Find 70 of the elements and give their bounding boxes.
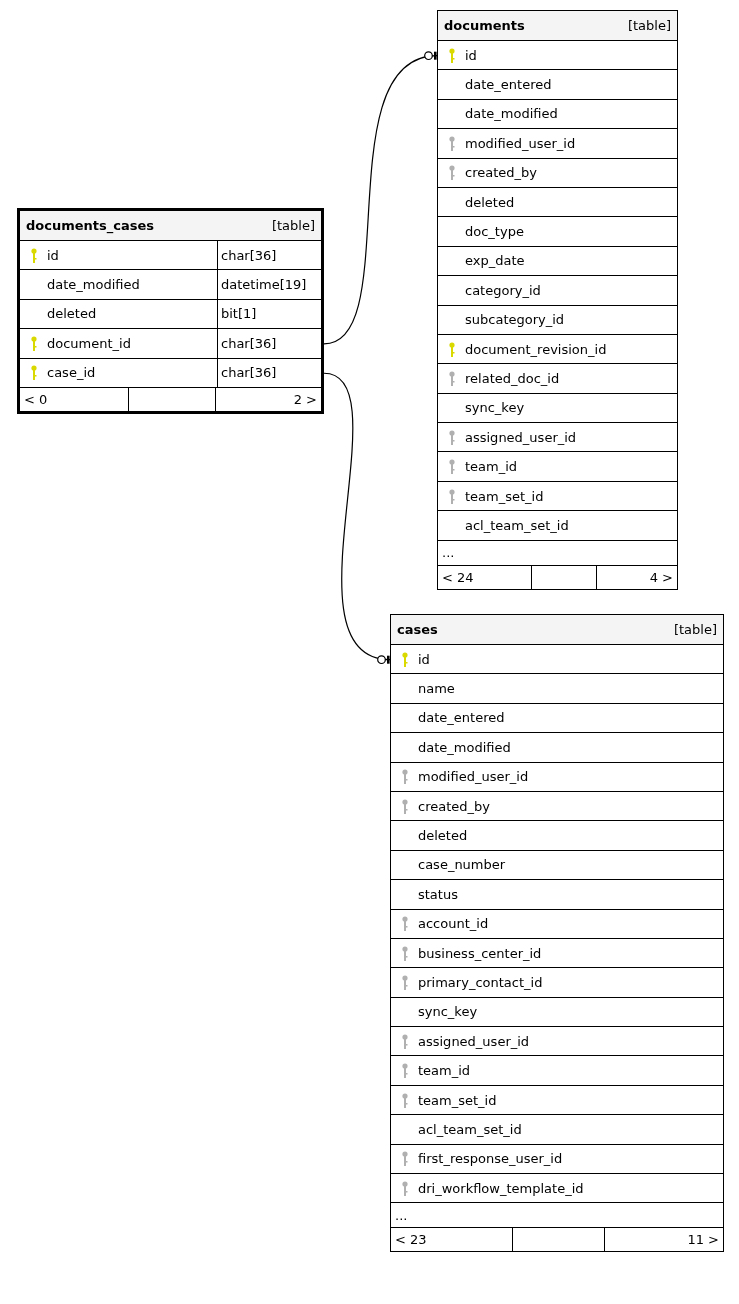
footer-text: < 24: [442, 569, 474, 585]
column-name: id: [47, 247, 59, 263]
column-type: char[36]: [221, 335, 277, 351]
column-name: sync_key: [465, 400, 525, 416]
more-columns-text: ...: [442, 545, 455, 561]
footer-text: < 0: [24, 391, 48, 407]
column-name: subcategory_id: [465, 312, 565, 328]
column-name: status: [418, 886, 458, 902]
table-row: [20, 358, 321, 388]
footer-text: 11 >: [687, 1232, 719, 1248]
table-name: documents_cases: [26, 218, 155, 233]
column-name: date_modified: [418, 739, 511, 755]
column-name: related_doc_id: [465, 371, 560, 386]
column-type: datetime[19]: [221, 277, 307, 293]
column-name: modified_user_id: [465, 135, 576, 151]
database-table: [390, 614, 724, 1253]
table-name: cases: [397, 622, 438, 637]
column-name: assigned_user_id: [418, 1033, 530, 1049]
column-type: bit[1]: [221, 306, 257, 322]
column-type: char[36]: [221, 365, 277, 381]
column-name: deleted: [465, 194, 515, 210]
column-name: dri_workflow_template_id: [418, 1180, 584, 1196]
column-name: team_id: [465, 459, 518, 475]
table-row: [20, 329, 321, 359]
column-name: business_center_id: [418, 945, 542, 961]
column-name: acl_team_set_id: [418, 1121, 522, 1137]
column-name: sync_key: [418, 1004, 478, 1020]
column-name: created_by: [465, 165, 537, 181]
column-name: first_response_user_id: [418, 1151, 563, 1167]
column-name: doc_type: [465, 224, 524, 240]
column-name: case_id: [47, 365, 96, 381]
table-row: [20, 299, 321, 330]
table-row: [20, 241, 321, 271]
column-name: primary_contact_id: [418, 975, 543, 990]
relationship-line: [323, 51, 439, 345]
column-name: id: [418, 651, 430, 667]
column-name: date_entered: [465, 77, 552, 93]
table-type-label: [table]: [627, 18, 671, 33]
footer-text: < 23: [395, 1232, 427, 1248]
column-name: assigned_user_id: [465, 429, 577, 445]
table-type-label: [table]: [673, 622, 717, 637]
column-name: case_number: [418, 857, 506, 873]
column-name: date_modified: [47, 277, 140, 293]
footer-text: 2 >: [293, 391, 317, 407]
table-name: documents: [444, 18, 525, 33]
database-table: [17, 208, 324, 414]
column-name: id: [465, 47, 477, 63]
column-name: team_set_id: [465, 488, 544, 504]
column-name: document_revision_id: [465, 341, 607, 357]
column-name: team_id: [418, 1063, 471, 1079]
table-type-label: [table]: [271, 218, 315, 233]
column-name: deleted: [418, 828, 468, 844]
column-name: deleted: [47, 306, 97, 322]
more-columns-text: ...: [395, 1207, 408, 1223]
table-row: [20, 270, 321, 300]
database-table: [437, 10, 678, 590]
column-name: exp_date: [465, 253, 525, 269]
relationship-line: [323, 372, 392, 665]
column-name: date_entered: [418, 710, 505, 726]
column-name: created_by: [418, 798, 490, 814]
column-name: acl_team_set_id: [465, 517, 569, 533]
column-name: team_set_id: [418, 1092, 497, 1108]
column-type: char[36]: [221, 247, 277, 263]
column-name: name: [418, 681, 455, 697]
column-name: date_modified: [465, 106, 558, 122]
column-name: account_id: [418, 916, 489, 932]
column-name: category_id: [465, 282, 541, 298]
column-name: document_id: [47, 335, 131, 351]
column-name: modified_user_id: [418, 769, 529, 785]
footer-text: 4 >: [649, 569, 673, 585]
